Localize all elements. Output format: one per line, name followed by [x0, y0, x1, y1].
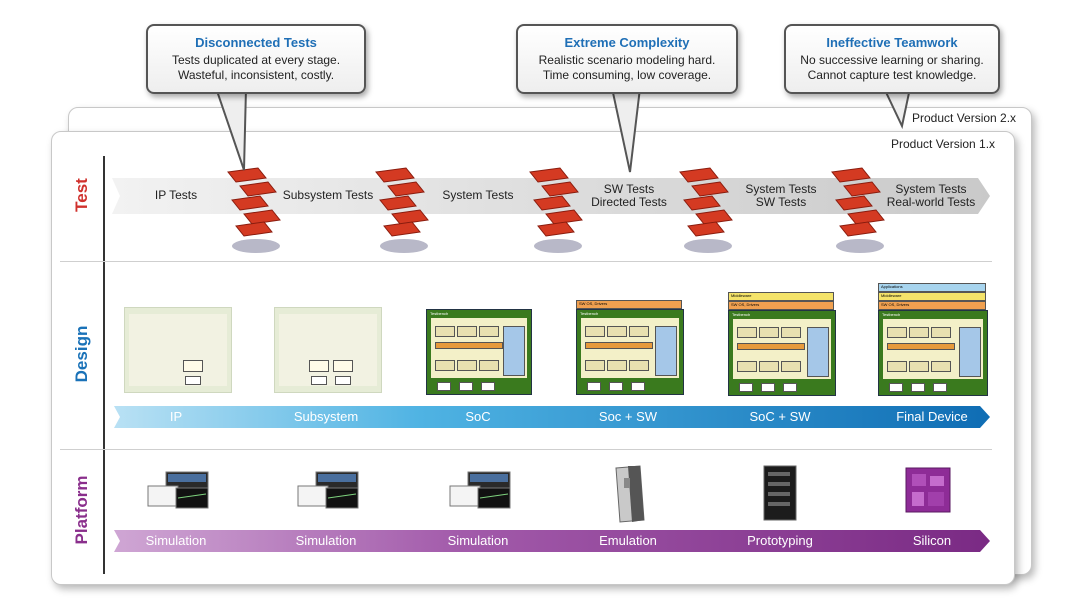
callout-extreme-complexity: Extreme Complexity Realistic scenario mo… — [516, 24, 738, 94]
product-version-2-label: Product Version 2.x — [912, 111, 1017, 125]
brick-wall-icon — [831, 167, 885, 253]
row-divider-2 — [60, 449, 992, 450]
design-diagram-soc: Testbench — [426, 309, 532, 395]
platform-stage-2: Simulation — [295, 533, 357, 548]
row-label-rule — [103, 156, 105, 574]
brick-wall-icon — [375, 167, 429, 253]
design-diagram-subsystem — [274, 307, 382, 393]
middleware-layer: Middleware — [878, 292, 986, 301]
callout-pointer — [610, 88, 642, 173]
emulation-server-icon — [615, 465, 645, 523]
prototyping-board-icon — [763, 465, 797, 521]
sw-os-drivers-layer: SW OS, Drivers — [576, 300, 682, 309]
callout-pointer — [214, 88, 248, 171]
test-stage-2: Subsystem Tests — [282, 188, 374, 202]
design-stage-2: Subsystem — [293, 409, 359, 424]
product-version-1-label: Product Version 1.x — [891, 137, 996, 151]
brick-wall-icon — [529, 167, 583, 253]
sw-os-drivers-layer: SW OS, Drivers — [878, 301, 986, 310]
platform-arrow — [114, 530, 990, 552]
simulation-screens-icon — [449, 471, 511, 509]
brick-wall-icon — [227, 167, 281, 253]
design-stage-6: Final Device — [896, 409, 968, 424]
platform-stage-3: Simulation — [447, 533, 509, 548]
sw-os-drivers-layer: SW OS, Drivers — [728, 301, 834, 310]
callout-disconnected-tests: Disconnected Tests Tests duplicated at e… — [146, 24, 366, 94]
middleware-layer: Middleware — [728, 292, 834, 301]
simulation-screens-icon — [297, 471, 359, 509]
simulation-screens-icon — [147, 471, 209, 509]
applications-layer: Applications — [878, 283, 986, 292]
test-stage-1: IP Tests — [154, 188, 198, 202]
row-label-test: Test — [72, 178, 91, 212]
platform-stage-5: Prototyping — [747, 533, 813, 548]
row-label-platform: Platform — [72, 475, 91, 545]
row-divider-1 — [60, 261, 992, 262]
platform-stage-1: Simulation — [145, 533, 207, 548]
design-diagram-ip — [124, 307, 232, 393]
design-arrow — [114, 406, 990, 428]
brick-wall-icon — [679, 167, 733, 253]
callout-pointer — [882, 88, 912, 130]
design-stage-5: SoC + SW — [749, 409, 811, 424]
platform-stage-4: Emulation — [599, 533, 657, 548]
silicon-chip-icon — [905, 467, 951, 513]
design-stage-4: Soc + SW — [598, 409, 658, 424]
design-diagram-soc-sw-middleware: Testbench — [728, 310, 836, 396]
row-label-design: Design — [72, 325, 91, 383]
design-stage-1: IP — [169, 409, 183, 424]
test-stage-3: System Tests — [442, 188, 514, 202]
design-diagram-final-device: Testbench — [878, 310, 988, 396]
design-diagram-soc-sw: Testbench — [576, 309, 684, 395]
callout-ineffective-teamwork: Ineffective Teamwork No successive learn… — [784, 24, 1000, 94]
design-stage-3: SoC — [465, 409, 491, 424]
platform-stage-6: Silicon — [912, 533, 952, 548]
